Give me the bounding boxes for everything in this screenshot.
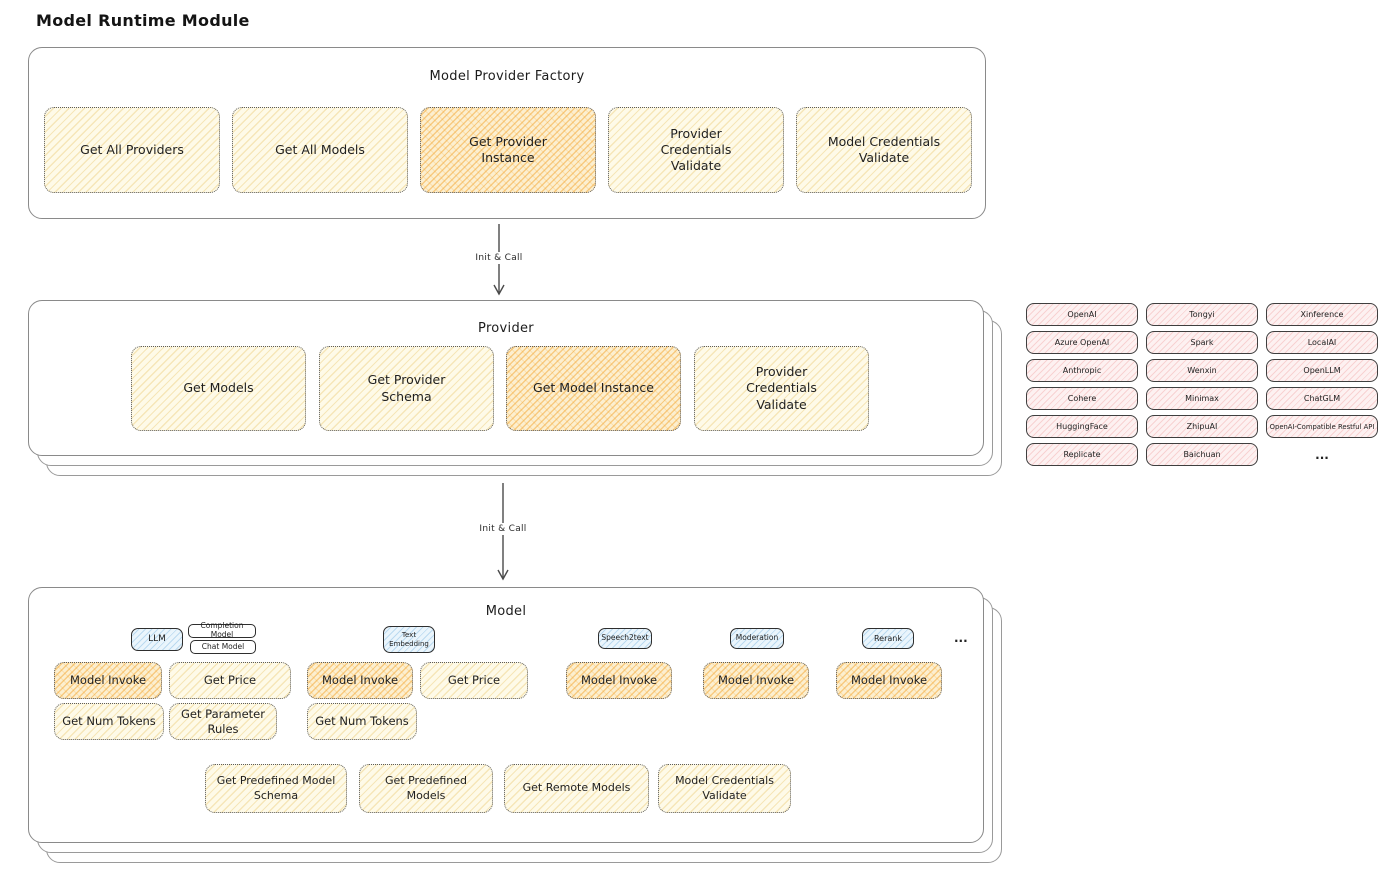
provider-pill-cohere[interactable]: Cohere [1026,387,1138,410]
provider-pill-baichuan[interactable]: Baichuan [1146,443,1258,466]
provider-pill-zhipuai[interactable]: ZhipuAI [1146,415,1258,438]
provider-pill-spark[interactable]: Spark [1146,331,1258,354]
page-title: Model Runtime Module [36,11,250,30]
provider-box[interactable]: Provider Get Models Get Provider Schema … [28,300,984,456]
get-predefined-model-schema-button[interactable]: Get Predefined Model Schema [205,764,347,813]
get-predefined-models-button[interactable]: Get Predefined Models [359,764,493,813]
rerank-model-invoke-button[interactable]: Model Invoke [836,662,942,699]
provider-pill-anthropic[interactable]: Anthropic [1026,359,1138,382]
provider-pill-chatglm[interactable]: ChatGLM [1266,387,1378,410]
provider-credentials-validate-button[interactable]: Provider Credentials Validate [608,107,784,193]
provider-credentials-validate-button-2[interactable]: Provider Credentials Validate [694,346,869,431]
tag-llm[interactable]: LLM [131,628,183,651]
get-all-providers-button[interactable]: Get All Providers [44,107,220,193]
provider-pill-openllm[interactable]: OpenLLM [1266,359,1378,382]
model-credentials-validate-button-2[interactable]: Model Credentials Validate [658,764,791,813]
tag-text-embedding[interactable]: Text Embedding [383,626,435,653]
get-provider-schema-button[interactable]: Get Provider Schema [319,346,494,431]
factory-box[interactable]: Model Provider Factory Get All Providers… [28,47,986,219]
tag-completion-model[interactable]: Completion Model [188,622,256,639]
provider-pill-wenxin[interactable]: Wenxin [1146,359,1258,382]
provider-list-more: ... [1315,447,1329,462]
moderation-model-invoke-button[interactable]: Model Invoke [703,662,809,699]
tag-rerank[interactable]: Rerank [862,628,914,649]
tag-chat-model[interactable]: Chat Model [190,640,256,654]
provider-list: OpenAI Tongyi Xinference Azure OpenAI Sp… [1026,303,1378,466]
get-models-button[interactable]: Get Models [131,346,306,431]
speech2text-model-invoke-button[interactable]: Model Invoke [566,662,672,699]
llm-get-num-tokens-button[interactable]: Get Num Tokens [54,703,164,740]
provider-pill-minimax[interactable]: Minimax [1146,387,1258,410]
provider-pill-huggingface[interactable]: HuggingFace [1026,415,1138,438]
provider-pill-replicate[interactable]: Replicate [1026,443,1138,466]
provider-pill-localai[interactable]: LocalAI [1266,331,1378,354]
factory-title: Model Provider Factory [429,69,585,84]
llm-get-price-button[interactable]: Get Price [169,662,291,699]
provider-pill-xinference[interactable]: Xinference [1266,303,1378,326]
arrow2-label: Init & Call [474,523,532,535]
get-provider-instance-button[interactable]: Get Provider Instance [420,107,596,193]
provider-pill-tongyi[interactable]: Tongyi [1146,303,1258,326]
arrow1-label: Init & Call [470,252,528,264]
tag-speech2text[interactable]: Speech2text [598,628,652,649]
model-title: Model [485,604,527,619]
get-all-models-button[interactable]: Get All Models [232,107,408,193]
embedding-get-price-button[interactable]: Get Price [420,662,528,699]
llm-get-parameter-rules-button[interactable]: Get Parameter Rules [169,703,277,740]
embedding-get-num-tokens-button[interactable]: Get Num Tokens [307,703,417,740]
model-credentials-validate-button[interactable]: Model Credentials Validate [796,107,972,193]
provider-title: Provider [478,321,534,336]
get-model-instance-button[interactable]: Get Model Instance [506,346,681,431]
tag-moderation[interactable]: Moderation [730,628,784,649]
model-box[interactable]: Model LLM Completion Model Chat Model Te… [28,587,984,843]
get-remote-models-button[interactable]: Get Remote Models [504,764,649,813]
model-tags-more: ... [954,631,968,645]
llm-model-invoke-button[interactable]: Model Invoke [54,662,162,699]
provider-pill-openai-compatible[interactable]: OpenAI-Compatible Restful API [1266,415,1378,438]
provider-pill-azure-openai[interactable]: Azure OpenAI [1026,331,1138,354]
embedding-model-invoke-button[interactable]: Model Invoke [307,662,413,699]
provider-pill-openai[interactable]: OpenAI [1026,303,1138,326]
